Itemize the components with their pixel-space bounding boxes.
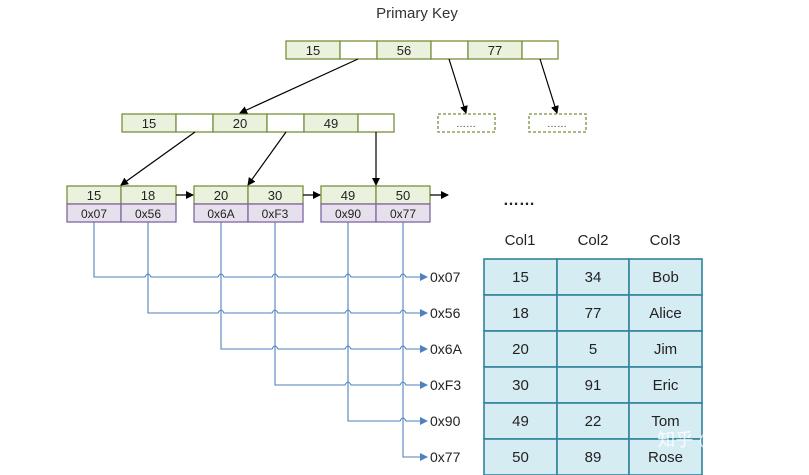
leaf-key-label: 15 xyxy=(87,188,101,203)
leaf-node: 20 30 0x6A 0xF3 xyxy=(193,185,304,223)
table-cell-text: Eric xyxy=(653,377,679,394)
pointer-line xyxy=(347,222,428,425)
leaf-pointer-label: 0xF3 xyxy=(262,207,289,221)
root-key-label: 15 xyxy=(306,43,320,58)
table-cell xyxy=(556,294,630,332)
table-cell-text: 15 xyxy=(512,269,529,286)
pointer-line xyxy=(402,222,428,461)
internal-ptr-cell xyxy=(266,113,305,133)
table-body: 15 34 Bob 18 77 Alice 20 5 Jim 30 91 Eric 49 22 Tom 50 8… xyxy=(483,258,703,475)
root-to-internal-arrow xyxy=(239,58,359,114)
root-key-label: 56 xyxy=(397,43,411,58)
table-cell xyxy=(628,366,703,404)
pointer-line xyxy=(220,222,428,353)
leaf-node: 15 18 0x07 0x56 xyxy=(66,185,177,223)
table-cell-text: Bob xyxy=(652,269,679,286)
table-row: 49 22 Tom xyxy=(483,402,703,440)
leaf-key-label: 50 xyxy=(396,188,410,203)
pointer-line xyxy=(147,222,428,317)
leaf-key-label: 20 xyxy=(214,188,228,203)
table-header: Col3 xyxy=(650,232,681,249)
leaf-key-label: 49 xyxy=(341,188,355,203)
placeholder-label: …… xyxy=(456,119,476,130)
table-cell-text: Alice xyxy=(649,305,682,322)
address-label: 0x77 xyxy=(430,449,461,465)
leaf-pointer-label: 0x56 xyxy=(135,207,161,221)
diagram-title: Primary Key xyxy=(376,5,458,22)
root-ptr-cell xyxy=(521,40,559,60)
internal-key-label: 15 xyxy=(142,116,156,131)
root-key-label: 77 xyxy=(488,43,502,58)
table-cell xyxy=(628,330,703,368)
table-row: 30 91 Eric xyxy=(483,366,703,404)
leaf-pointer-label: 0x07 xyxy=(81,207,107,221)
table-cell-text: Tom xyxy=(651,413,679,430)
root-ptr-cell xyxy=(430,40,469,60)
table-cell-text: 30 xyxy=(512,377,529,394)
pointer-lines xyxy=(93,222,428,461)
table-cell-text: 77 xyxy=(585,305,602,322)
table-cell xyxy=(556,438,630,475)
table-cell-text: 91 xyxy=(585,377,602,394)
root-to-placeholder-arrow xyxy=(448,58,468,114)
address-label: 0x90 xyxy=(430,413,461,429)
table-cell xyxy=(628,438,703,475)
internal-node: 15 20 49 xyxy=(121,113,395,133)
address-label: 0xF3 xyxy=(430,377,461,393)
table-cell-text: 34 xyxy=(585,269,602,286)
table-row: 18 77 Alice xyxy=(483,294,703,332)
internal-ptr-cell xyxy=(175,113,214,133)
table-cell xyxy=(556,258,630,296)
pointer-line xyxy=(274,222,428,389)
leaf-node: 49 50 0x90 0x77 xyxy=(320,185,431,223)
table-cell-text: 18 xyxy=(512,305,529,322)
internal-key-label: 20 xyxy=(233,116,247,131)
table-cell xyxy=(628,294,703,332)
address-labels: 0x07 0x56 0x6A 0xF3 0x90 0x77 xyxy=(430,269,463,465)
table-row: 15 34 Bob xyxy=(483,258,703,296)
table-cell-text: 49 xyxy=(512,413,529,430)
table-cell xyxy=(483,258,558,296)
root-ptr-cell xyxy=(339,40,378,60)
table-cell xyxy=(628,258,703,296)
table-cell xyxy=(483,366,558,404)
internal-key-label: 49 xyxy=(324,116,338,131)
table-cell-text: 20 xyxy=(512,341,529,358)
leaf-pointer-label: 0x90 xyxy=(335,207,361,221)
pointer-line xyxy=(93,222,428,281)
address-label: 0x6A xyxy=(430,341,463,357)
root-node: 15 56 77 xyxy=(285,40,559,60)
tree-arrows xyxy=(120,58,559,199)
internal-to-leaf-arrow xyxy=(247,131,287,186)
root-to-placeholder-arrow xyxy=(539,58,559,114)
address-label: 0x56 xyxy=(430,305,461,321)
leaf-pointer-label: 0x77 xyxy=(390,207,416,221)
table-cell xyxy=(483,294,558,332)
placeholder-node: …… xyxy=(437,113,496,133)
table-cell-text: 50 xyxy=(512,449,529,466)
table-cell xyxy=(556,330,630,368)
leaf-key-label: 18 xyxy=(141,188,155,203)
table-cell-text: 89 xyxy=(585,449,602,466)
watermark: 知乎 @帅爆了 xyxy=(657,430,770,450)
leaf-ellipsis: …… xyxy=(503,192,535,209)
leaf-key-label: 30 xyxy=(268,188,282,203)
placeholder-node: …… xyxy=(528,113,587,133)
table-header: Col2 xyxy=(578,232,609,249)
internal-to-leaf-arrow xyxy=(120,131,196,186)
table-row: 20 5 Jim xyxy=(483,330,703,368)
address-label: 0x07 xyxy=(430,269,461,285)
internal-ptr-cell xyxy=(357,113,395,133)
table-cell-text: 22 xyxy=(585,413,602,430)
placeholder-label: …… xyxy=(547,119,567,130)
data-table: Col1 Col2 Col3 15 34 Bob 18 77 Alice 20 5 Jim 30 9… xyxy=(483,232,703,475)
leaf-pointer-label: 0x6A xyxy=(207,207,234,221)
table-cell-text: 5 xyxy=(589,341,597,358)
table-row: 50 89 Rose xyxy=(483,438,703,475)
table-cell-text: Jim xyxy=(654,341,677,358)
table-cell xyxy=(628,402,703,440)
table-cell-text: Rose xyxy=(648,449,683,466)
table-header: Col1 xyxy=(505,232,536,249)
